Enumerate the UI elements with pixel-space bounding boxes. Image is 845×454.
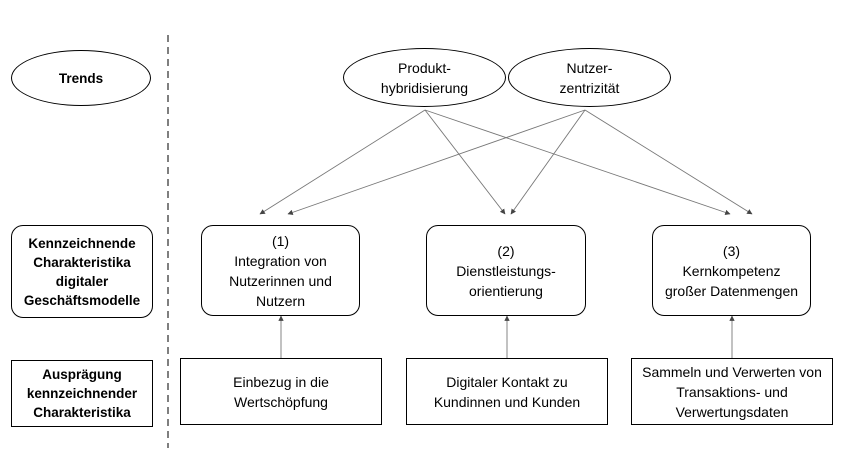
arrow-hybrid-to-integration (259, 109, 426, 215)
row-label-characteristics-text: Kennzeichnende Charakteristika digitaler… (23, 235, 141, 308)
characteristic-user-integration-text: (1) Integration von Nutzerinnen und Nutz… (229, 232, 332, 309)
manifestation-digital-contact: Digitaler Kontakt zu Kundinnen und Kunde… (406, 358, 608, 425)
manifestation-data-collection-text: Sammeln und Verwerten von Transaktions- … (642, 363, 822, 420)
characteristic-service-orientation-text: (2) Dienstleistungs- orientierung (456, 242, 556, 299)
row-label-trends: Trends (11, 50, 151, 106)
characteristic-data-competence-text: (3) Kernkompetenz großer Datenmengen (664, 242, 799, 299)
arrow-user-to-data (584, 109, 753, 215)
manifestation-value-creation: Einbezug in die Wertschöpfung (180, 358, 382, 425)
row-label-trends-text: Trends (58, 70, 104, 86)
characteristic-service-orientation: (2) Dienstleistungs- orientierung (426, 225, 586, 316)
arrow-hybrid-to-data (424, 109, 731, 215)
manifestation-digital-contact-text: Digitaler Kontakt zu Kundinnen und Kunde… (433, 373, 581, 410)
manifestation-data-collection: Sammeln und Verwerten von Transaktions- … (631, 358, 833, 425)
characteristic-data-competence: (3) Kernkompetenz großer Datenmengen (652, 225, 811, 316)
arrow-user-to-integration (287, 109, 586, 215)
row-label-manifestations: Ausprägung kennzeichnender Charakteristi… (11, 360, 153, 427)
characteristic-user-integration: (1) Integration von Nutzerinnen und Nutz… (201, 225, 360, 316)
trend-product-hybridization: Produkt- hybridisierung (343, 48, 506, 107)
arrow-user-to-service (510, 109, 586, 215)
trend-user-centricity-text: Nutzer- zentrizität (559, 59, 620, 96)
row-label-manifestations-text: Ausprägung kennzeichnender Charakteristi… (26, 367, 138, 420)
manifestation-value-creation-text: Einbezug in die Wertschöpfung (233, 373, 329, 410)
row-label-characteristics: Kennzeichnende Charakteristika digitaler… (11, 225, 153, 318)
trend-product-hybridization-text: Produkt- hybridisierung (380, 59, 469, 96)
arrow-hybrid-to-service (424, 109, 506, 215)
trend-user-centricity: Nutzer- zentrizität (508, 48, 671, 107)
